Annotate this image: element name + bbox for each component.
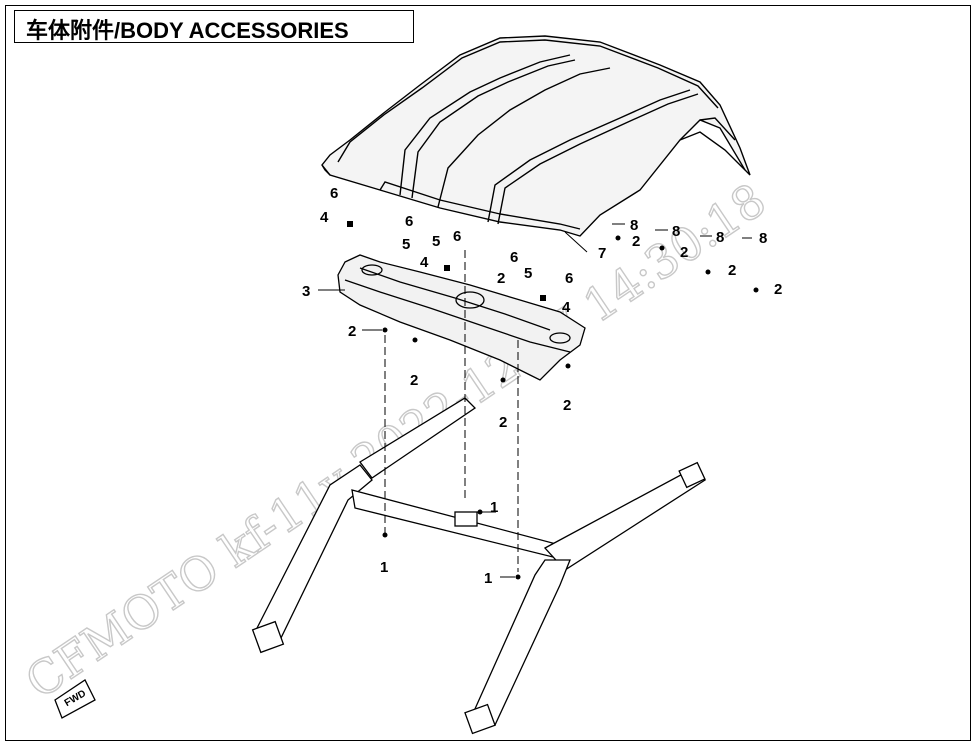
label-8: 8 [759, 230, 767, 247]
label-1: 1 [484, 570, 492, 587]
roof-panel [321, 35, 751, 237]
label-2: 2 [728, 262, 736, 279]
diagram-frame [5, 5, 971, 741]
fwd-arrow-icon: FWD [54, 679, 96, 719]
label-1: 1 [380, 559, 388, 576]
label-8: 8 [716, 229, 724, 246]
callout-labels: 6 4 6 5 5 6 4 6 5 6 3 2 2 2 2 2 4 7 8 2 … [302, 185, 782, 587]
label-4: 4 [420, 254, 429, 271]
label-5: 5 [432, 233, 440, 250]
title-box [14, 10, 414, 43]
label-6: 6 [330, 185, 338, 202]
leader-lines [384, 250, 519, 572]
label-4: 4 [562, 299, 571, 316]
label-6: 6 [510, 249, 518, 266]
crossbar-bracket [337, 254, 586, 381]
page-title: 车体附件/BODY ACCESSORIES [26, 18, 349, 43]
label-2: 2 [348, 323, 356, 340]
label-7: 7 [598, 245, 606, 262]
label-6: 6 [405, 213, 413, 230]
label-2: 2 [410, 372, 418, 389]
label-4: 4 [320, 209, 329, 226]
label-8: 8 [630, 217, 638, 234]
label-2: 2 [499, 414, 507, 431]
label-2: 2 [497, 270, 505, 287]
label-1: 1 [490, 499, 498, 516]
label-5: 5 [402, 236, 410, 253]
fasteners [347, 221, 759, 580]
label-6: 6 [453, 228, 461, 245]
label-5: 5 [524, 265, 532, 282]
label-2: 2 [563, 397, 571, 414]
label-2: 2 [774, 281, 782, 298]
label-2: 2 [632, 233, 640, 250]
label-6: 6 [565, 270, 573, 287]
roll-cage-frame [251, 397, 707, 735]
label-3: 3 [302, 283, 310, 300]
label-2: 2 [680, 244, 688, 261]
callout-lines [318, 223, 752, 578]
label-8: 8 [672, 223, 680, 240]
